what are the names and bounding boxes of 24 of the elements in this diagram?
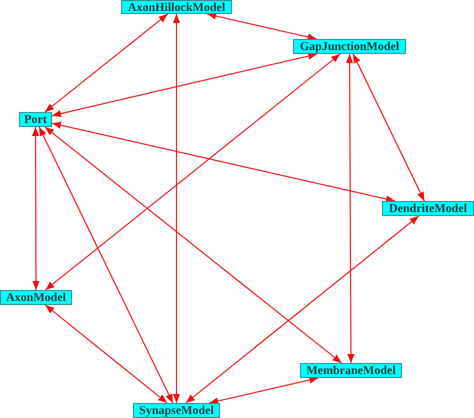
arrow: [346, 54, 355, 363]
arrow: [45, 54, 340, 290]
arrow: [207, 12, 317, 40]
class-name: SynapseModel: [139, 403, 214, 418]
class-name: DendriteModel: [389, 201, 467, 216]
arrow: [44, 126, 342, 364]
class-name: AxonModel: [6, 290, 66, 305]
arrow: [52, 52, 318, 118]
class-name: MembraneModel: [306, 363, 396, 378]
arrow: [209, 376, 318, 404]
class-box: [382, 201, 474, 216]
class-box: [19, 112, 52, 127]
arrow: [52, 122, 396, 203]
arrow: [38, 126, 174, 404]
arrow: [186, 216, 419, 404]
class-name: GapJunctionModel: [300, 39, 400, 54]
arrow: [352, 54, 425, 202]
class-box: [0, 290, 72, 305]
arrow: [172, 14, 180, 403]
class-name: AxonHillockModel: [128, 0, 226, 14]
arrow: [44, 304, 168, 404]
class-name: Port: [24, 112, 47, 127]
arrow: [32, 127, 40, 290]
arrow: [44, 14, 168, 112]
